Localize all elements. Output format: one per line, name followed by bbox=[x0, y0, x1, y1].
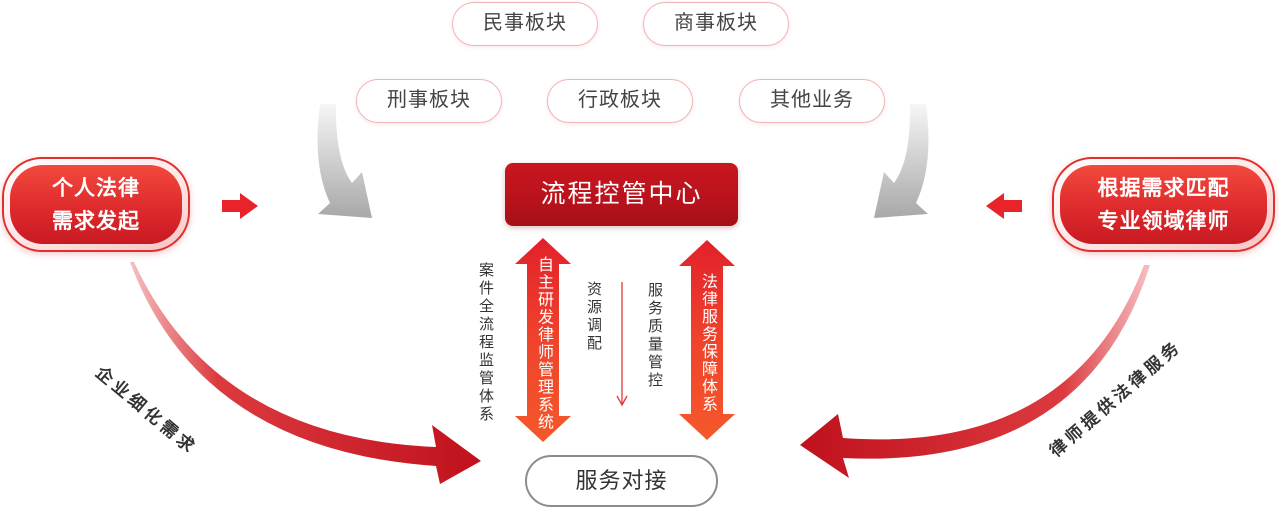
control-center: 流程控管中心 bbox=[505, 163, 738, 226]
management-system-label: 自主研发律师管理系统 bbox=[535, 256, 552, 431]
lawyer-match-line2: 专业领域律师 bbox=[1097, 209, 1230, 233]
quality-control-label: 服务质量管控 bbox=[646, 282, 663, 390]
client-demand-line1: 个人法律 bbox=[52, 176, 140, 200]
case-supervision-label: 案件全流程监管体系 bbox=[477, 262, 494, 424]
right-curved-arrow-icon bbox=[874, 104, 929, 218]
resource-allocation-label: 资源调配 bbox=[585, 281, 602, 353]
service-guarantee-double-arrow-icon bbox=[679, 240, 735, 440]
sector-civil: 民事板块 bbox=[452, 2, 598, 46]
client-demand-node: 个人法律 需求发起 bbox=[2, 157, 190, 252]
management-system-double-arrow-icon bbox=[515, 238, 571, 442]
sector-criminal: 刑事板块 bbox=[356, 79, 502, 123]
sector-other: 其他业务 bbox=[739, 79, 885, 123]
left-curved-arrow-icon bbox=[317, 104, 372, 218]
sector-administrative: 行政板块 bbox=[547, 79, 693, 123]
lawyer-match-node: 根据需求匹配 专业领域律师 bbox=[1052, 157, 1275, 252]
left-flow-arrow-icon bbox=[130, 262, 481, 484]
lawyer-match-line1: 根据需求匹配 bbox=[1097, 176, 1230, 200]
service-guarantee-label: 法律服务保障体系 bbox=[699, 273, 716, 413]
lawyer-match-node-fill: 根据需求匹配 专业领域律师 bbox=[1060, 165, 1267, 244]
arrow-left-icon bbox=[986, 193, 1022, 219]
right-flow-arrow-icon bbox=[800, 265, 1150, 478]
client-demand-node-fill: 个人法律 需求发起 bbox=[10, 165, 182, 244]
arrow-right-icon bbox=[222, 193, 258, 219]
client-demand-line2: 需求发起 bbox=[52, 209, 140, 233]
resource-flow-arrow-down-icon bbox=[616, 282, 628, 407]
sector-commercial: 商事板块 bbox=[643, 2, 789, 46]
service-connection-node: 服务对接 bbox=[525, 455, 718, 507]
